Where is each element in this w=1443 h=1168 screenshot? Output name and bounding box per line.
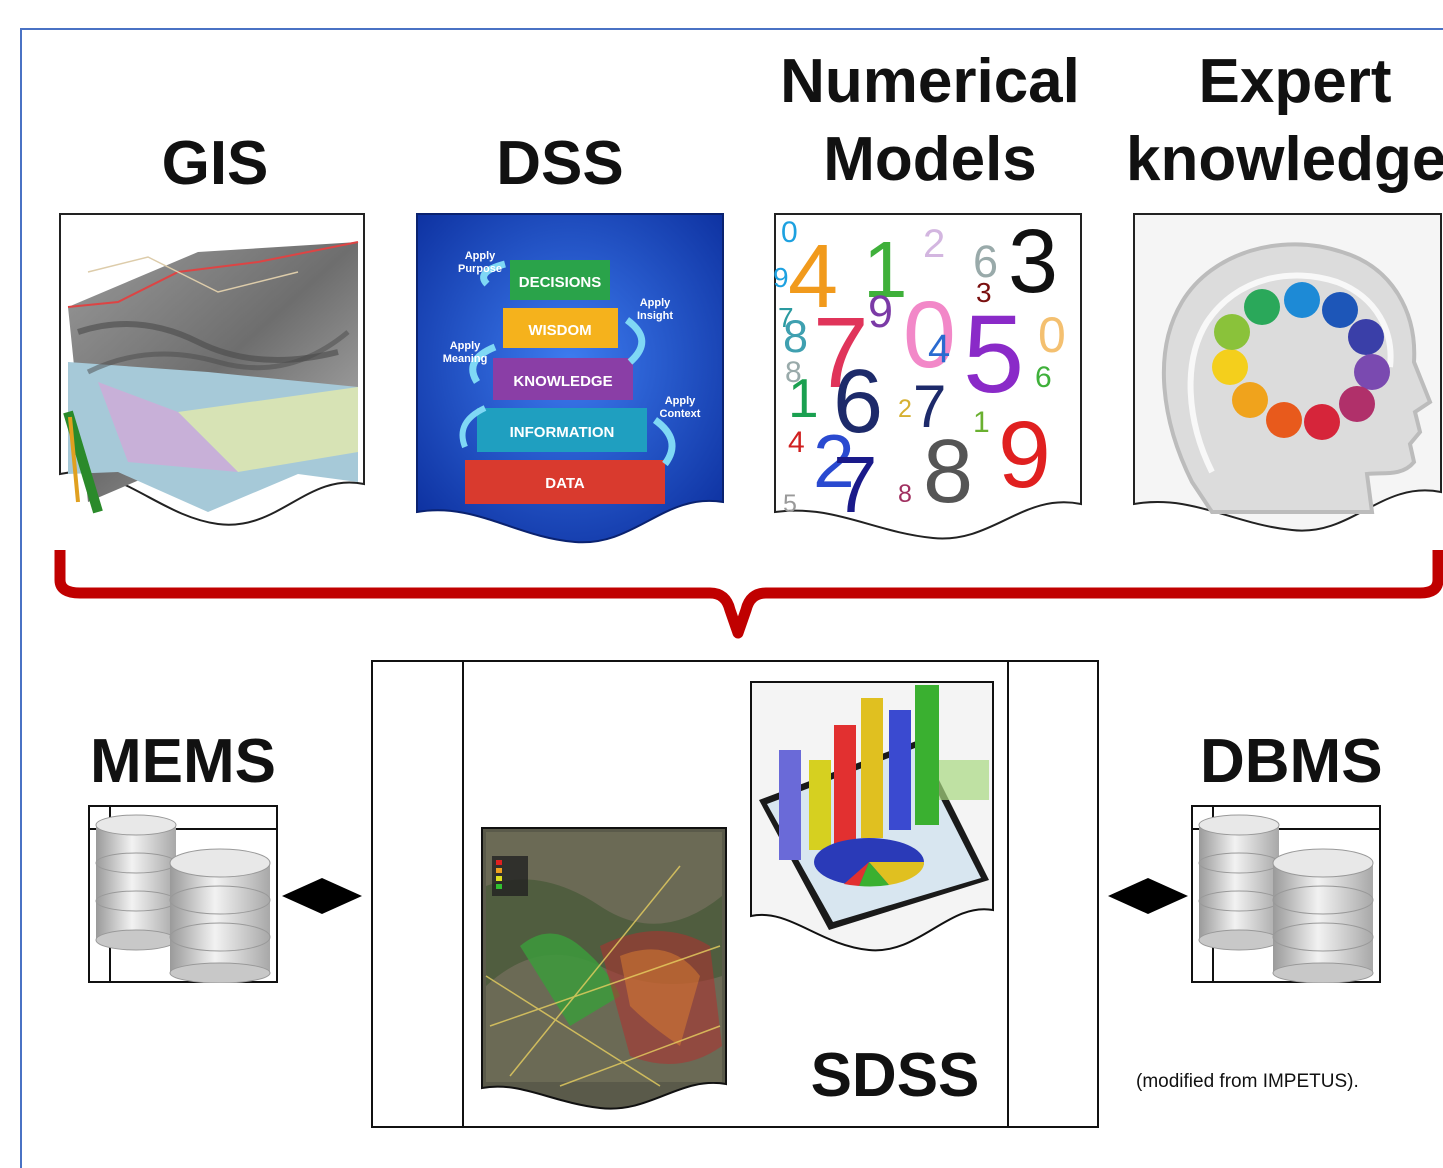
digit: 6 xyxy=(833,352,883,452)
arrow-purpose-1: Apply xyxy=(465,250,496,262)
numbers-image: 0 4 7 1 2 6 3 9 3 8 7 9 0 4 5 0 8 1 6 2 … xyxy=(773,212,1085,547)
source-note: (modified from IMPETUS). xyxy=(1136,1071,1359,1092)
digit: 8 xyxy=(923,422,973,522)
digit: 7 xyxy=(913,373,946,440)
sdss-map-image xyxy=(480,826,728,1116)
digit: 4 xyxy=(788,426,805,459)
label-sdss: SDSS xyxy=(810,1041,980,1110)
label-knowledge: knowledge xyxy=(1126,125,1443,194)
arrow-meaning-2: Meaning xyxy=(443,353,488,365)
arrow-insight-1: Apply xyxy=(640,297,671,309)
dss-level-data: DATA xyxy=(545,475,585,492)
mems-database-icon xyxy=(88,805,278,983)
digit: 6 xyxy=(1035,361,1052,394)
digit: 5 xyxy=(963,293,1024,416)
digit: 2 xyxy=(898,395,912,423)
digit: 8 xyxy=(785,356,802,389)
dss-level-information: INFORMATION xyxy=(510,424,615,441)
dbms-database-icon xyxy=(1191,805,1381,983)
sdss-chart-tablet-image xyxy=(749,680,995,958)
digit: 2 xyxy=(923,222,945,266)
digit: 5 xyxy=(783,490,797,518)
digit: 9 xyxy=(998,402,1051,508)
arrow-purpose-2: Purpose xyxy=(458,263,502,275)
arrow-meaning-1: Apply xyxy=(450,340,481,352)
label-mems: MEMS xyxy=(90,727,276,796)
digit: 0 xyxy=(781,216,798,249)
dss-level-wisdom: WISDOM xyxy=(528,322,591,339)
arrow-sdss-dbms xyxy=(1108,878,1188,914)
dss-level-knowledge: KNOWLEDGE xyxy=(513,373,612,390)
arrow-context-2: Context xyxy=(660,408,701,420)
digit: 2 xyxy=(813,419,855,503)
digit: 7 xyxy=(778,302,794,333)
sdss-left-divider xyxy=(462,662,464,1126)
arrow-mems-sdss xyxy=(282,878,362,914)
label-models: Models xyxy=(823,125,1037,194)
dss-level-decisions: DECISIONS xyxy=(519,274,602,291)
label-numerical: Numerical xyxy=(780,47,1080,116)
arrow-insight-2: Insight xyxy=(637,310,673,322)
sdss-right-divider xyxy=(1007,662,1009,1126)
digit: 3 xyxy=(976,277,992,308)
digit: 8 xyxy=(898,480,912,508)
label-expert: Expert xyxy=(1198,47,1392,116)
digit: 4 xyxy=(788,227,838,327)
digit: 7 xyxy=(833,440,878,529)
slide-frame xyxy=(20,28,1443,1168)
digit: 1 xyxy=(788,367,819,429)
digit: 9 xyxy=(868,286,893,337)
digit: 1 xyxy=(973,406,990,439)
red-brace xyxy=(54,550,1443,639)
digit: 0 xyxy=(903,282,956,388)
digit: 3 xyxy=(1008,212,1058,312)
sdss-box xyxy=(371,660,1099,1128)
arrow-context-1: Apply xyxy=(665,395,696,407)
label-dbms: DBMS xyxy=(1200,727,1383,796)
digit: 4 xyxy=(928,327,950,371)
label-dss: DSS xyxy=(496,129,624,198)
digit: 0 xyxy=(1038,307,1066,363)
expert-knowledge-image xyxy=(1132,212,1443,542)
dss-pyramid-image: DECISIONS WISDOM KNOWLEDGE INFORMATION D… xyxy=(415,212,727,550)
gis-terrain-image xyxy=(58,212,368,542)
digit: 6 xyxy=(973,236,998,287)
digit: 1 xyxy=(863,225,908,314)
digit: 8 xyxy=(783,311,808,362)
digit: 9 xyxy=(773,262,789,293)
digit: 7 xyxy=(813,297,869,409)
label-gis: GIS xyxy=(161,129,269,198)
